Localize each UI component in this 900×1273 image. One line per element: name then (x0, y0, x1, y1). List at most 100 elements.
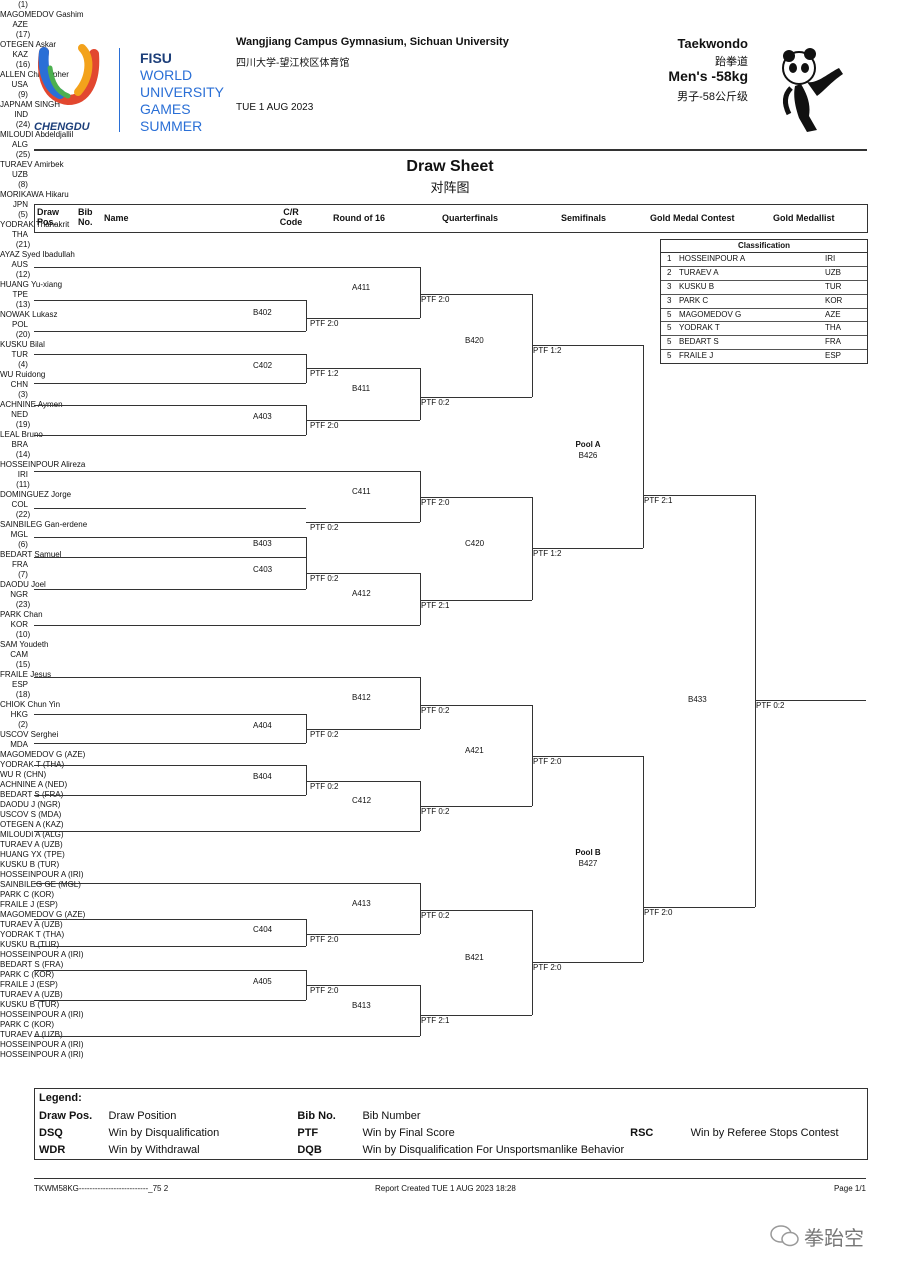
prelim-bout-id: A405 (253, 977, 272, 986)
bracket-line (34, 743, 306, 744)
draw-position: (9) (18, 90, 28, 99)
country-code: JPN (12, 200, 28, 209)
bracket-line (420, 497, 532, 498)
classification-rank: 5 (667, 337, 672, 347)
event-en: Men's -58kg (668, 68, 748, 84)
prelim-bout-id: C403 (253, 565, 273, 574)
bracket-line (34, 331, 306, 332)
prelim-score: PTF 0:2 (310, 730, 339, 739)
draw-position: (14) (15, 450, 31, 459)
prelim-score: PTF 1:2 (310, 369, 339, 378)
classification-name: HOSSEINPOUR A (679, 254, 746, 263)
bracket-line (643, 495, 755, 496)
r16-entry: WU R (CHN) (0, 770, 47, 779)
sf-score: PTF 2:0 (533, 757, 562, 766)
final-score: PTF 2:0 (644, 908, 673, 917)
gold-medallist-score: PTF 0:2 (756, 701, 785, 710)
draw-position: (15) (15, 660, 31, 669)
prelim-score: PTF 2:0 (310, 421, 339, 430)
legend-abbr: Draw Pos. (39, 1109, 93, 1122)
athlete-name: HUANG Yu-xiang (0, 280, 63, 289)
qf-score: PTF 2:1 (421, 1016, 450, 1025)
classification-name: PARK C (679, 295, 709, 305)
athlete-name: TURAEV Amirbek (0, 160, 64, 169)
bracket-line (420, 600, 532, 601)
draw-position: (6) (18, 540, 28, 549)
bracket-line (34, 537, 306, 538)
country-code: TUR (11, 350, 28, 359)
bracket-line (532, 756, 643, 757)
fisu-divider (119, 48, 120, 132)
legend-desc: Win by Final Score (362, 1126, 455, 1139)
gold-bout-id: B433 (688, 695, 707, 704)
r16-bout-id: A413 (352, 898, 371, 908)
athlete-name: WU Ruidong (0, 370, 46, 379)
bracket-line (306, 781, 420, 782)
venue-cn: 四川大学-望江校区体育馆 (236, 58, 350, 69)
classification-name: MAGOMEDOV G (679, 309, 742, 319)
pool-name: Pool B (575, 848, 601, 857)
country-code: IRI (17, 470, 28, 479)
classification-rank: 5 (667, 351, 672, 361)
legend-desc (691, 1141, 867, 1158)
classification-title: Classification (661, 240, 867, 253)
athlete-name: ACHNINE Aymen (0, 400, 63, 409)
country-code: NGR (10, 590, 28, 599)
r16-entry: DAODU J (NGR) (0, 800, 61, 809)
qf-winner: FRAILE J (ESP) (0, 980, 58, 989)
bracket-line (34, 919, 306, 920)
r16-bout-id: C412 (352, 796, 372, 805)
athlete-name: DAODU Joel (0, 580, 46, 589)
classification-name: KUSKU B (679, 281, 715, 291)
bracket-line (532, 705, 533, 806)
bracket-line (306, 1036, 420, 1037)
athlete-name: SAM Youdeth (0, 640, 49, 649)
venue-en: Wangjiang Campus Gymnasium, Sichuan Univ… (236, 36, 509, 48)
qf-score: PTF 2:1 (421, 601, 450, 610)
bracket-line (306, 985, 420, 986)
classification-name: FRAILE J (679, 351, 714, 361)
draw-position: (11) (16, 480, 30, 489)
sport-cn: 跆拳道 (715, 56, 748, 68)
qf-score: PTF 0:2 (421, 807, 450, 816)
athlete-name: NOWAK Lukasz (0, 310, 58, 319)
prelim-winner: KUSKU B (TUR) (0, 860, 60, 869)
country-code: ALG (11, 140, 28, 149)
bracket-line (643, 345, 644, 548)
bracket-line (420, 985, 421, 1036)
bracket-line (34, 795, 306, 796)
r16-bout-id: A411 (352, 282, 371, 292)
country-code: KAZ (12, 50, 28, 59)
bracket-line (643, 756, 644, 962)
prelim-score: PTF 0:2 (310, 574, 339, 583)
pool-bout-id: B427 (578, 859, 598, 868)
prelim-bout-id: B403 (253, 539, 272, 548)
country-code: TPE (12, 290, 28, 299)
qf-winner: BEDART S (FRA) (0, 960, 64, 969)
bracket-line (34, 383, 306, 384)
prelim-winner: FRAILE J (ESP) (0, 900, 58, 909)
country-code: CHN (10, 380, 28, 389)
draw-position: (8) (18, 180, 28, 189)
bracket-line (306, 934, 420, 935)
pool-name: Pool A (575, 440, 601, 449)
draw-position: (13) (15, 300, 31, 309)
classification-rank: 3 (667, 281, 672, 291)
country-code: FRA (12, 560, 28, 569)
classification-name: BEDART S (679, 337, 719, 347)
col-gold-medallist: Gold Medallist (773, 213, 835, 223)
prelim-winner: SAINBILEG GE (MGL) (0, 880, 81, 889)
sf-score: PTF 2:0 (533, 963, 562, 972)
gold-medallist-name: HOSSEINPOUR A (IRI) (0, 1050, 84, 1059)
athlete-name: MORIKAWA Hikaru (0, 190, 69, 199)
qf-bout-id: A421 (465, 745, 484, 755)
country-code: KOR (10, 620, 28, 629)
r16-bout-id: B411 (352, 384, 371, 393)
